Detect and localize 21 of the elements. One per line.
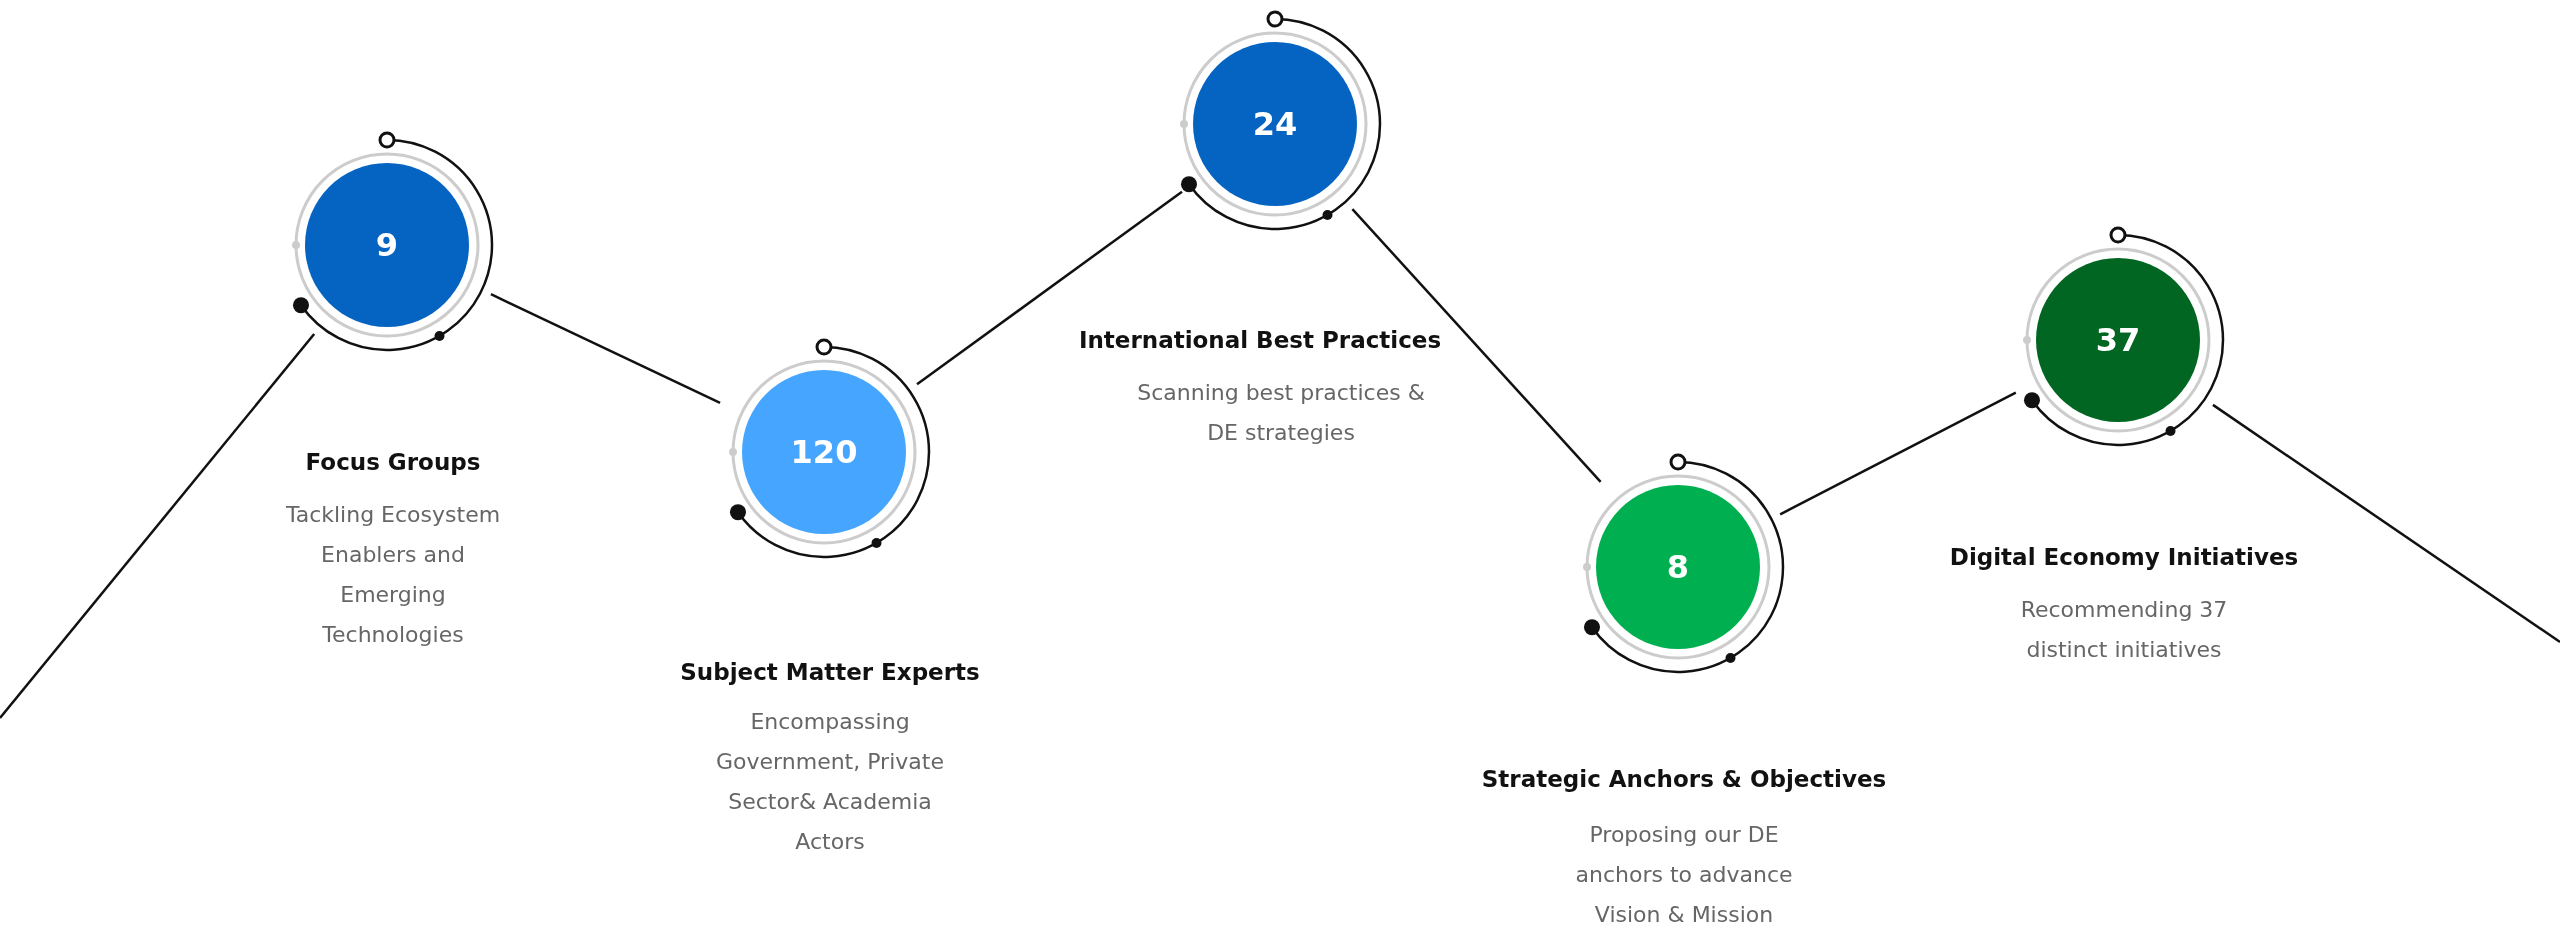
step-description: Tackling Ecosystem Enablers and Emerging Technologies [284,501,502,649]
connector-line [0,333,316,719]
circle-number: 8 [1666,547,1690,587]
step-description: Recommending 37 distinct initiatives [2019,596,2229,664]
connector-line [2212,403,2560,644]
connector-line [916,190,1183,386]
connector-line [490,293,721,404]
connector-line [1351,208,1602,483]
step-heading: Subject Matter Experts [680,658,980,687]
step-heading: International Best Practices [1078,326,1442,355]
step-heading: Digital Economy Initiatives [1949,543,2299,572]
circle-number: 37 [2095,320,2141,360]
step-description: Scanning best practices & DE strategies [1136,379,1426,447]
circle-number: 9 [375,225,399,265]
circle-number: 24 [1252,104,1298,144]
circle-number: 120 [790,432,858,472]
step-heading: Strategic Anchors & Objectives [1481,765,1887,794]
step-description: Proposing our DE anchors to advance Vision & Mission [1574,821,1794,929]
step-description: Encompassing Government, Private Sector& Academia Actors [715,708,945,856]
step-heading: Focus Groups [305,448,481,477]
connector-line [1779,391,2017,516]
